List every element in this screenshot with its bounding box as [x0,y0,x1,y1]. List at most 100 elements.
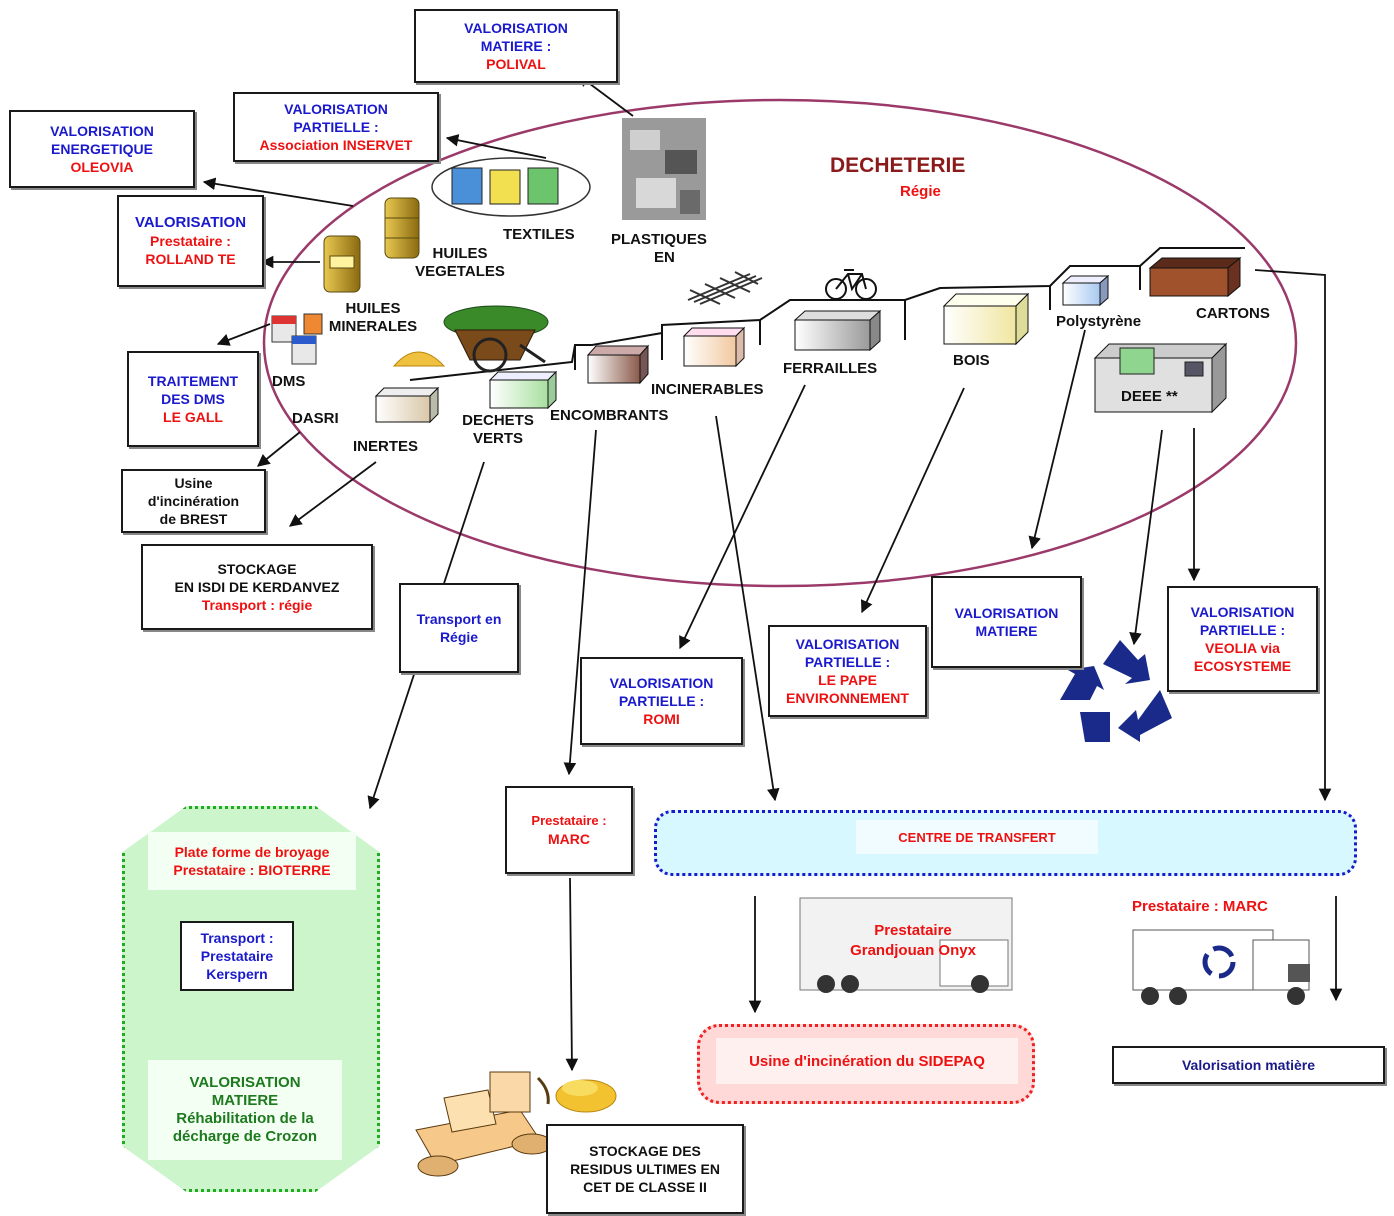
box-kerspern: Transport : Prestataire Kerspern [180,921,294,991]
textile-bins-icon [431,157,591,217]
deee-container [1093,342,1228,414]
quai-line [409,247,1245,381]
box-romi-line3: ROMI [643,711,680,727]
cartons-container [1148,256,1242,298]
bioterre-val1: VALORISATION [189,1074,301,1091]
box-isdi-line1: STOCKAGE [217,561,297,577]
label-plastiques: PLASTIQUES [611,231,707,248]
bioterre-head2: Prestataire : BIOTERRE [173,862,331,878]
box-polival-line3: POLIVAL [486,56,546,72]
metal-grid-icon [687,271,763,305]
label-incinerables: INCINERABLES [651,381,764,398]
bioterre-val4: décharge de Crozon [172,1128,318,1145]
label-dms: DMS [272,373,306,390]
box-isdi-line3: Transport : régie [201,597,313,613]
polystyrene-container [1061,274,1110,307]
box-cet-line1: STOCKAGE DES [589,1143,701,1159]
box-val-matiere-line1: VALORISATION [954,605,1059,621]
decheterie-title: DECHETERIE [830,154,966,177]
box-transport-regie-line2: Régie [439,629,479,645]
box-veolia-line2: PARTIELLE : [1199,622,1286,638]
dechets-verts-container [488,370,558,410]
box-inservet: VALORISATION PARTIELLE : Association INS… [233,92,439,162]
box-veolia: VALORISATION PARTIELLE : VEOLIA via ECOS… [1167,586,1318,692]
box-romi-line2: PARTIELLE : [618,693,705,709]
box-inservet-line2: PARTIELLE : [293,119,379,135]
decheterie-subtitle: Régie [900,183,941,200]
usine-sidepaq-label: Usine d'incinération du SIDEPAQ [716,1038,1018,1084]
box-valorisation-matiere: VALORISATION MATIERE [931,576,1082,668]
box-cet-line2: RESIDUS ULTIMES EN [570,1161,720,1177]
label-huiles-minerales-2: MINERALES [328,318,418,335]
box-isdi-kerdanvez: STOCKAGE EN ISDI DE KERDANVEZ Transport … [141,544,373,630]
bioterre-val2: MATIERE [211,1092,279,1109]
box-transport-regie-line1: Transport en [416,611,502,627]
box-gall-line3: LE GALL [163,409,223,425]
box-rolland-line1: VALORISATION [134,214,247,231]
incinerables-container [682,326,746,368]
bioterre-transport1: Transport : [200,930,274,946]
label-huiles-vegetales-2: VEGETALES [415,263,505,280]
box-le-gall: TRAITEMENT DES DMS LE GALL [127,351,259,447]
ferrailles-container [793,309,882,352]
box-veolia-line1: VALORISATION [1190,604,1295,620]
green-waste-cart-icon [443,305,549,373]
box-brest: Usine d'incinération de BREST [121,469,266,533]
label-inertes: INERTES [353,438,419,455]
label-plastiques-en: EN [654,249,675,266]
box-gall-line1: TRAITEMENT [147,373,239,389]
label-huiles-vegetales-1: HUILES [432,245,488,262]
box-oleovia: VALORISATION ENERGETIQUE OLEOVIA [9,110,195,188]
bicycle-icon [825,269,877,300]
box-veolia-line4: ECOSYSTEME [1193,658,1292,674]
sand-pile-icon [392,351,446,367]
box-rolland-line3: ROLLAND TE [145,251,236,267]
label-bois: BOIS [953,352,990,369]
box-rolland: VALORISATION Prestataire : ROLLAND TE [117,195,264,287]
label-huiles-minerales-1: HUILES [345,300,401,317]
box-polival-line2: MATIERE : [480,38,552,54]
box-veolia-line3: VEOLIA via [1205,640,1280,656]
box-pape-line4: ENVIRONNEMENT [786,690,909,706]
bioterre-head1: Plate forme de broyage [174,844,330,860]
label-deee: DEEE ** [1121,388,1178,405]
label-ferrailles: FERRAILLES [783,360,878,377]
grandjouan-truck-icon [799,897,1013,993]
marc-truck-icon [1132,929,1310,1005]
box-marc-line1: Prestataire : [531,813,607,828]
label-dechets-verts-2: VERTS [472,430,523,447]
bioterre-val3: Réhabilitation de la [176,1110,314,1127]
bois-container [942,292,1030,346]
box-le-pape: VALORISATION PARTIELLE : LE PAPE ENVIRON… [768,625,927,717]
box-rolland-line2: Prestataire : [150,233,231,249]
box-inservet-line1: VALORISATION [284,101,388,117]
box-brest-line2: d'incinération [147,493,240,509]
centre-transfert-label: CENTRE DE TRANSFERT [856,820,1098,854]
label-textiles: TEXTILES [503,226,575,243]
box-transport-regie: Transport en Régie [399,583,519,673]
decheterie-ellipse [262,98,1298,588]
vegetable-oil-drum-icon [384,197,420,259]
plastics-photo-icon [622,118,706,220]
bioterre-transport2: Prestataire [200,948,274,964]
label-dechets-verts-1: DECHETS [462,412,534,429]
box-isdi-line2: EN ISDI DE KERDANVEZ [174,579,340,595]
label-cartons: CARTONS [1196,305,1270,322]
box-oleovia-line3: OLEOVIA [70,159,134,175]
box-polival: VALORISATION MATIERE : POLIVAL [414,9,618,83]
box-gall-line2: DES DMS [161,391,225,407]
box-oleovia-line2: ENERGETIQUE [51,141,153,157]
box-pape-line2: PARTIELLE : [804,654,891,670]
grandjouan-line2: Grandjouan Onyx [850,942,976,959]
box-oleovia-line1: VALORISATION [50,123,154,139]
mineral-oil-drum-icon [323,235,361,293]
box-inservet-line3: Association INSERVET [259,137,413,153]
bioterre-valorisation: VALORISATION MATIERE Réhabilitation de l… [148,1060,342,1160]
residue-pile-icon [555,1079,617,1113]
grandjouan-line1: Prestataire [874,922,952,939]
label-polystyrene: Polystyrène [1056,313,1142,330]
box-polival-line1: VALORISATION [464,20,568,36]
box-romi: VALORISATION PARTIELLE : ROMI [580,657,743,745]
label-dasri: DASRI [292,410,339,427]
